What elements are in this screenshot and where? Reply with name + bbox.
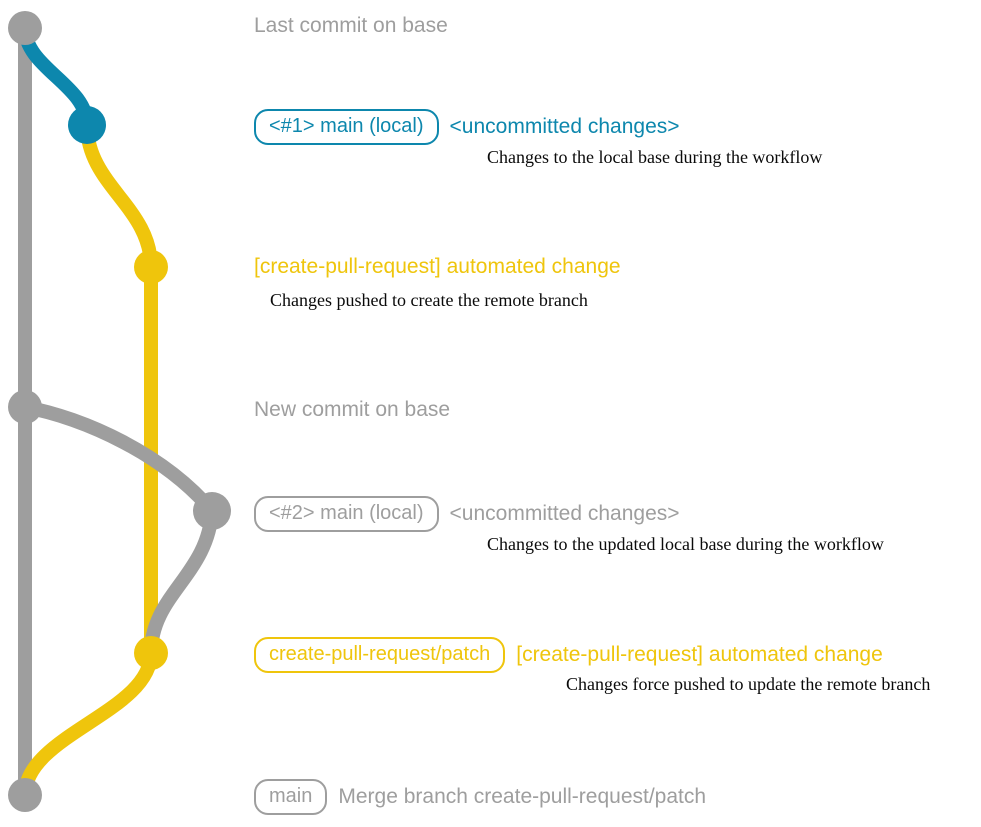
- commit-row-patch-2: create-pull-request/patch [create-pull-r…: [254, 637, 883, 673]
- commit-node-base-2[interactable]: [8, 390, 42, 424]
- branch-pill-create-pull-request-patch[interactable]: create-pull-request/patch: [254, 637, 506, 673]
- commit-subject-base-2: New commit on base: [254, 398, 451, 421]
- commit-node-base-1[interactable]: [8, 11, 42, 45]
- commit-note-patch-2: Changes force pushed to update the remot…: [566, 674, 931, 694]
- commit-note-local-1: Changes to the local base during the wor…: [487, 147, 823, 167]
- commit-node-local-1[interactable]: [68, 106, 106, 144]
- commit-subject-base-1: Last commit on base: [254, 14, 448, 37]
- commit-subject-patch-2: [create-pull-request] automated change: [516, 642, 883, 666]
- commit-note-local-2: Changes to the updated local base during…: [487, 534, 884, 554]
- commit-row-merge: main Merge branch create-pull-request/pa…: [254, 779, 706, 815]
- commit-row-local-2: <#2> main (local) <uncommitted changes>: [254, 496, 680, 532]
- commit-subject-merge: Merge branch create-pull-request/patch: [338, 784, 707, 808]
- commit-row-local-1: <#1> main (local) <uncommitted changes>: [254, 109, 680, 145]
- branch-pill-main-local-2[interactable]: <#2> main (local): [254, 496, 439, 532]
- commit-subject-patch-1: [create-pull-request] automated change: [254, 255, 621, 278]
- edge-patch2-to-merge: [18, 646, 158, 802]
- commit-node-merge[interactable]: [8, 778, 42, 812]
- commit-node-patch-1[interactable]: [134, 250, 168, 284]
- commit-node-patch-2[interactable]: [134, 636, 168, 670]
- commit-subject-local-2: <uncommitted changes>: [449, 501, 680, 525]
- edge-base2-to-local2: [18, 400, 219, 518]
- edge-local2-to-patch2: [144, 504, 219, 660]
- commit-subject-local-1: <uncommitted changes>: [449, 114, 680, 138]
- edge-local1-to-patch1: [80, 118, 158, 274]
- branch-pill-main-local-1[interactable]: <#1> main (local): [254, 109, 439, 145]
- commit-node-local-2[interactable]: [193, 492, 231, 530]
- commit-note-patch-1: Changes pushed to create the remote bran…: [270, 290, 588, 310]
- branch-pill-main[interactable]: main: [254, 779, 328, 815]
